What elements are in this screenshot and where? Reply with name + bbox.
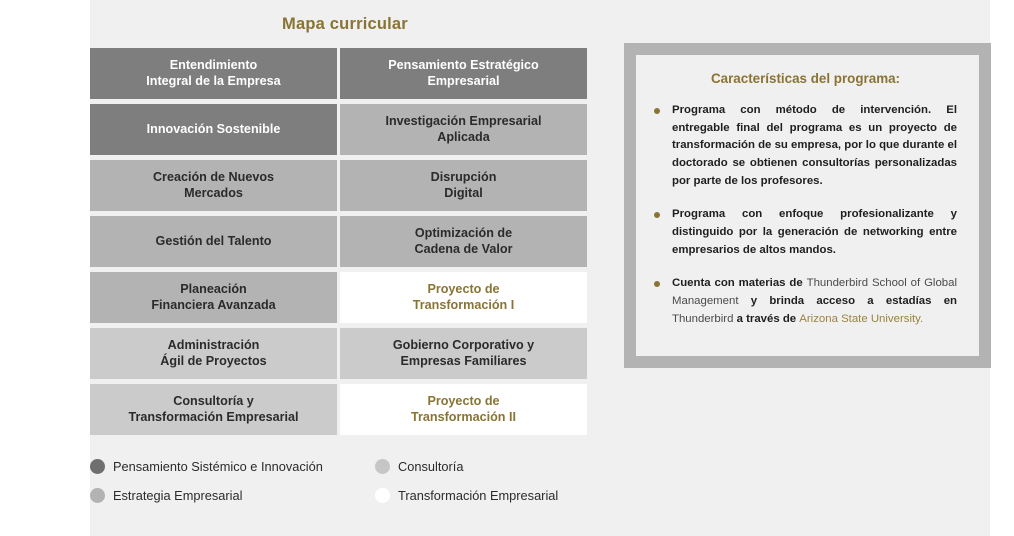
legend-label: Transformación Empresarial (398, 488, 559, 503)
feature-text: Programa con método de intervención. El … (672, 102, 957, 190)
feature-text-run: Programa con método de intervención. El … (672, 104, 957, 187)
panel-title: Características del programa: (710, 71, 901, 86)
legend-row: Pensamiento Sistémico e Innovación Consul… (90, 452, 600, 481)
legend-swatch-icon (375, 459, 390, 474)
program-features-list: Programa con método de intervención. El … (654, 102, 957, 328)
program-features-inner: Características del programa: Programa c… (636, 55, 979, 356)
legend: Pensamiento Sistémico e Innovación Consul… (90, 452, 600, 510)
bullet-dot-icon (654, 281, 660, 288)
feature-text: Programa con enfoque profesionalizante y… (672, 206, 957, 259)
legend-item: Transformación Empresarial (375, 488, 590, 503)
feature-text-run: Arizona State University. (799, 312, 924, 325)
feature-text-run: a través de (736, 312, 800, 325)
feature-bullet: Programa con método de intervención. El … (654, 102, 957, 190)
course-cell[interactable]: Innovación Sostenible (90, 104, 337, 155)
feature-text-run: Cuenta con materias de (672, 277, 807, 290)
page-title: Mapa curricular (282, 15, 408, 33)
legend-label: Estrategia Empresarial (113, 488, 243, 503)
feature-text-run: Programa con enfoque profesionalizante y… (672, 208, 957, 256)
legend-item: Consultoría (375, 459, 590, 474)
feature-bullet: Cuenta con materias de Thunderbird Schoo… (654, 275, 957, 328)
legend-swatch-icon (90, 488, 105, 503)
legend-label: Consultoría (398, 459, 464, 474)
course-cell[interactable]: Gestión del Talento (90, 216, 337, 267)
feature-text-run: Thunderbird School of Global Management (672, 277, 958, 308)
feature-bullet: Programa con enfoque profesionalizante y… (654, 206, 957, 259)
feature-text: Cuenta con materias de Thunderbird Schoo… (672, 275, 957, 328)
legend-swatch-icon (375, 488, 390, 503)
legend-row: Estrategia Empresarial Transformación Emp… (90, 481, 600, 510)
program-features-panel: Características del programa: Programa c… (624, 43, 991, 368)
legend-item: Pensamiento Sistémico e Innovación (90, 459, 375, 474)
legend-item: Estrategia Empresarial (90, 488, 375, 503)
feature-text-run: y brinda acceso a estadías en (750, 295, 957, 308)
bullet-dot-icon (654, 108, 660, 114)
legend-label: Pensamiento Sistémico e Innovación (113, 459, 323, 474)
legend-swatch-icon (90, 459, 105, 474)
feature-text-run: Thunderbird (672, 312, 737, 325)
bullet-dot-icon (654, 212, 660, 219)
